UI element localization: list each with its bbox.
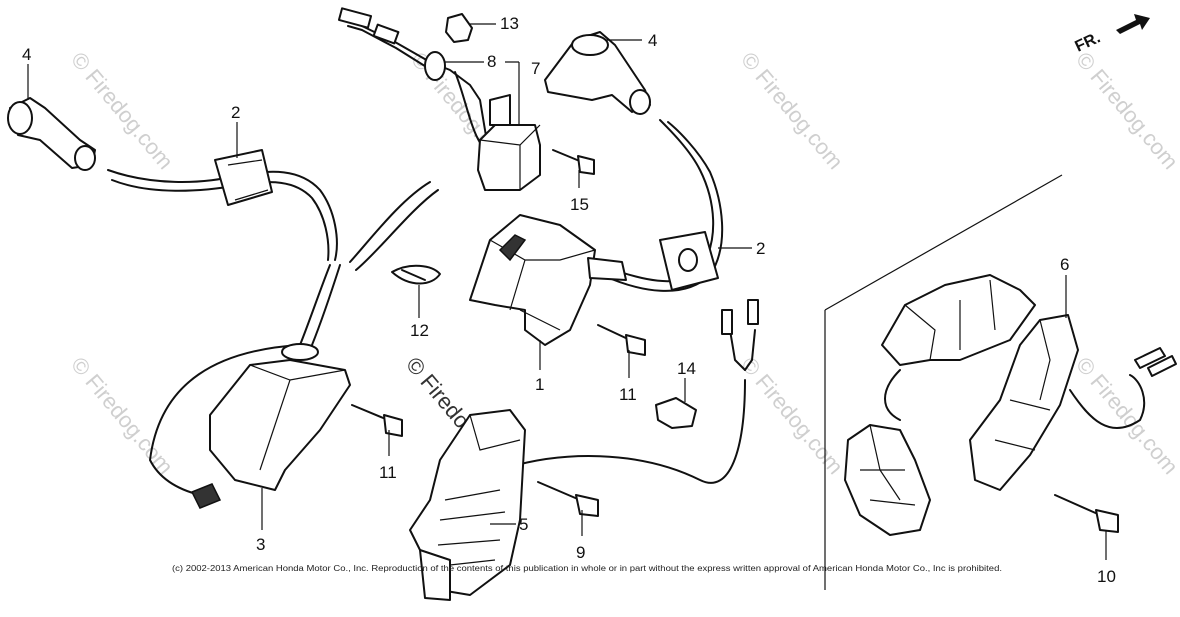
callout-4-right: 4 xyxy=(648,31,657,50)
callout-7: 7 xyxy=(531,59,540,78)
grommet-2-right xyxy=(659,231,719,291)
front-arrow-icon xyxy=(1116,14,1150,34)
watermark: © Firedog.com xyxy=(736,352,848,479)
callout-14: 14 xyxy=(677,359,696,378)
bolt-15 xyxy=(552,149,595,175)
connector-terminals xyxy=(721,299,759,335)
bolt-9 xyxy=(537,481,599,517)
wire-terminal-top xyxy=(337,7,400,45)
inset-panel xyxy=(824,174,1063,590)
callout-2-left: 2 xyxy=(231,103,240,122)
clip-13 xyxy=(445,13,473,43)
callout-1: 1 xyxy=(535,375,544,394)
clip-14 xyxy=(655,397,697,429)
callout-13: 13 xyxy=(500,14,519,33)
front-marker: FR. xyxy=(1073,14,1150,56)
callout-6: 6 xyxy=(1060,255,1069,274)
callout-9: 9 xyxy=(576,543,585,562)
watermark: © Firedog.com xyxy=(66,352,178,479)
callout-5: 5 xyxy=(519,515,528,534)
spark-plug-cap-right xyxy=(544,31,651,115)
callout-11-left: 11 xyxy=(379,463,397,482)
front-marker-label: FR. xyxy=(1073,29,1104,55)
bolt-11-left xyxy=(351,404,403,437)
callout-4-left: 4 xyxy=(22,45,31,64)
ignition-coil-3 xyxy=(190,343,351,509)
callout-11-right: 11 xyxy=(619,385,637,404)
bolt-11-right xyxy=(597,324,646,356)
callout-numbers: 4 2 3 4 5 6 7 8 9 10 11 11 12 13 14 15 1… xyxy=(22,14,1116,586)
callout-8: 8 xyxy=(487,52,496,71)
spark-plug-cap-left xyxy=(7,97,96,171)
exciter-coil-5 xyxy=(409,409,526,601)
condenser-7 xyxy=(477,94,541,191)
wiring-harness xyxy=(107,19,756,496)
watermark: © Firedog.com xyxy=(736,47,848,174)
callout-2-right: 2 xyxy=(756,239,765,258)
leader-lines xyxy=(27,23,1107,560)
callout-15: 15 xyxy=(570,195,589,214)
ignition-coil-1 xyxy=(469,214,627,346)
grommet-2-left xyxy=(214,149,273,206)
callout-3: 3 xyxy=(256,535,265,554)
copyright-notice: (c) 2002-2013 American Honda Motor Co., … xyxy=(172,564,1002,573)
callout-12: 12 xyxy=(410,321,429,340)
grommet-8 xyxy=(424,51,446,81)
bolt-10 xyxy=(1054,494,1119,533)
watermark: © Firedog.com xyxy=(1071,47,1180,174)
stator-6 xyxy=(844,274,1177,536)
clamp-12 xyxy=(391,264,441,285)
callout-10: 10 xyxy=(1097,567,1116,586)
